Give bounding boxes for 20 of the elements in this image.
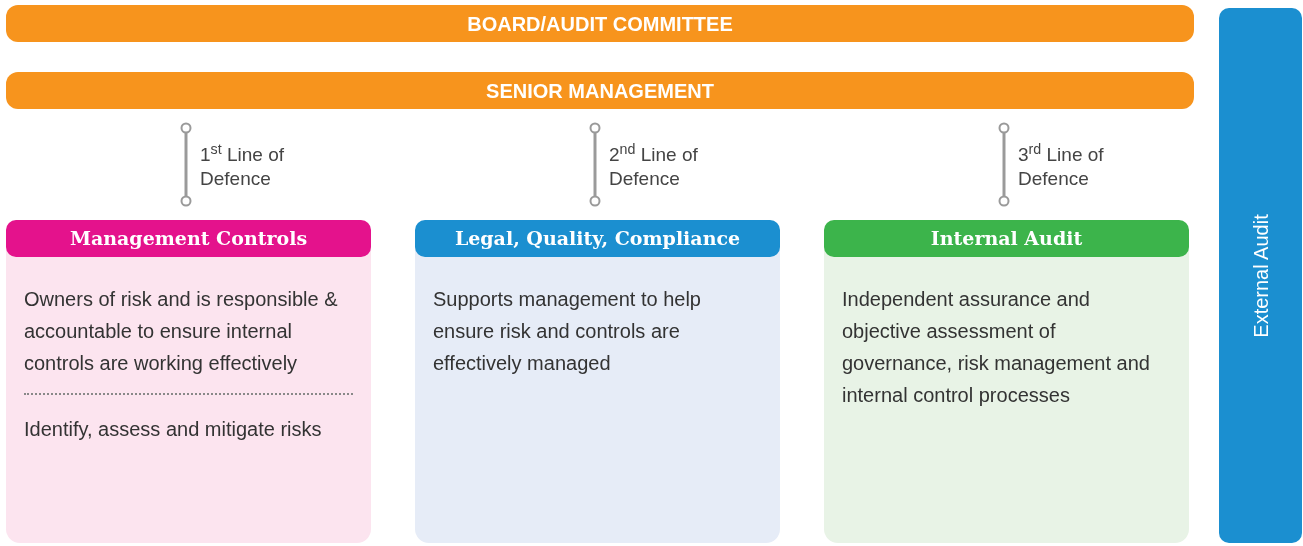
edge-label: 3$^{rd}$ Line of Defence: [1018, 143, 1105, 191]
edge-label: 1$^{st}$ Line of Defence: [200, 143, 285, 191]
edge-label: 2$^{nd}$ Line of Defence: [609, 143, 699, 191]
connector-line: [180, 122, 192, 207]
card-text: Independent assurance and objective assessment of governance, risk management and internal control processes: [842, 287, 1151, 408]
card-text: Owners of risk and is responsible & accountable to ensure internal controls are working effectively: [24, 283, 353, 395]
card-header: Internal Audit: [824, 220, 1189, 257]
side-bar: [1219, 8, 1302, 543]
defence-card: [415, 220, 780, 543]
card-header: Legal, Quality, Compliance: [415, 220, 780, 257]
side-bar-label: External Audit: [1248, 213, 1273, 338]
connector-line: [589, 122, 601, 207]
defence-card: [824, 220, 1189, 543]
card-text: Identify, assess and mitigate risks: [24, 417, 323, 442]
card-header: Management Controls: [6, 220, 371, 257]
connector-line: [998, 122, 1010, 207]
card-text: Supports management to help ensure risk and controls are effectively managed: [433, 287, 702, 376]
defence-card: [6, 220, 371, 543]
level-bar: BOARD/AUDIT COMMITTEE: [6, 5, 1194, 42]
level-bar: SENIOR MANAGEMENT: [6, 72, 1194, 109]
